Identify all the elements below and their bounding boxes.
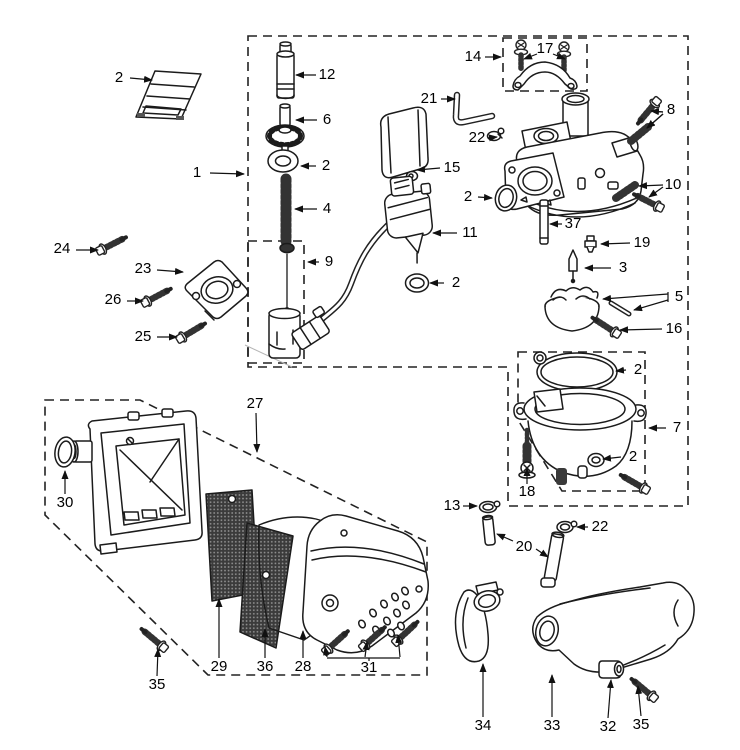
- float-bowl-drawing: [513, 387, 647, 485]
- o-ring-manifold-drawing: [494, 184, 518, 212]
- part-label-7: 7: [673, 419, 681, 436]
- hose-clamp-upper-drawing: [486, 127, 505, 142]
- part-label-6: 6: [323, 111, 331, 128]
- part-label-18: 18: [519, 483, 536, 500]
- part-label-32: 32: [600, 718, 617, 735]
- part-label-5: 5: [675, 288, 683, 305]
- o-ring-choke-drawing: [404, 273, 430, 293]
- hose-clamp-13-drawing: [478, 500, 501, 514]
- part-label-34: 34: [475, 717, 492, 734]
- part-label-20: 20: [516, 538, 533, 555]
- part-label-2-gasket-sheet: 2: [115, 69, 123, 86]
- grommet-drawing: [598, 660, 625, 679]
- overflow-tube-short-drawing: [481, 514, 496, 546]
- part-label-24: 24: [54, 240, 71, 257]
- part-label-36: 36: [257, 658, 274, 675]
- auto-choke-drawing: [291, 175, 434, 350]
- part-label-2-bowl-oring: 2: [629, 448, 637, 465]
- screw-35a-drawing: [138, 625, 170, 654]
- gasket-sheet-drawing: [135, 70, 202, 120]
- bracket-set-drawing: [513, 40, 578, 91]
- pin-37-drawing: [539, 199, 549, 245]
- o-ring-30-drawing: [54, 436, 76, 468]
- part-label-10: 10: [665, 176, 682, 193]
- part-label-11: 11: [462, 224, 478, 241]
- leader-lines: [61, 52, 669, 719]
- part-label-4: 4: [323, 200, 331, 217]
- screw-16-drawing: [590, 313, 623, 340]
- screw-35b-drawing: [628, 675, 660, 704]
- part-label-37: 37: [565, 215, 582, 232]
- part-label-35-right: 35: [633, 716, 650, 733]
- part-label-3: 3: [619, 259, 627, 276]
- filter-element-drawing: [205, 489, 294, 649]
- part-label-2-oring-choke: 2: [452, 274, 460, 291]
- rubber-cap-drawing: [379, 106, 429, 182]
- part-label-28: 28: [295, 658, 312, 675]
- carburetor-body-drawing: [503, 92, 645, 218]
- part-label-27: 27: [247, 395, 264, 412]
- part-label-2-washer: 2: [322, 157, 330, 174]
- adjuster-nut-drawing: [265, 103, 305, 154]
- part-label-2-bowl-gasket: 2: [634, 361, 642, 378]
- throttle-slide-drawing: [276, 41, 295, 100]
- stud-bolt-drawing: [94, 232, 128, 257]
- jet-needle-set-drawing: [268, 242, 301, 359]
- part-label-30: 30: [57, 494, 74, 511]
- hose-clamp-22b-drawing: [556, 520, 578, 534]
- bracket-kit-box: [502, 37, 588, 92]
- part-label-13: 13: [444, 497, 461, 514]
- part-label-12: 12: [319, 66, 336, 83]
- intake-snorkel-drawing: [532, 577, 695, 673]
- part-label-22-upper: 22: [469, 129, 486, 146]
- main-kit-box: [247, 35, 689, 507]
- intake-manifold-drawing: [184, 259, 249, 321]
- air-cleaner-case-drawing: [69, 408, 203, 555]
- fold-line: [244, 344, 293, 368]
- intake-duct-drawing: [454, 581, 504, 663]
- part-label-31: 31: [361, 659, 378, 676]
- part-label-9: 9: [325, 253, 333, 270]
- main-jet-drawing: [584, 235, 597, 253]
- float-assembly-drawing: [544, 286, 632, 332]
- air-cleaner-cover-drawing: [302, 514, 429, 654]
- part-label-35-left: 35: [149, 676, 166, 693]
- washer-drawing: [267, 149, 299, 173]
- part-label-23: 23: [135, 260, 152, 277]
- part-label-2-oring-carb: 2: [464, 188, 472, 205]
- screw-spring-10-drawing: [612, 181, 666, 214]
- air-cleaner-kit-box: [44, 399, 428, 676]
- part-label-33: 33: [544, 717, 561, 734]
- part-label-22-lower: 22: [592, 518, 609, 535]
- bowl-o-ring-drawing: [587, 452, 605, 468]
- bowl-screw-drawing: [618, 470, 652, 496]
- part-label-26: 26: [105, 291, 122, 308]
- part-label-8: 8: [667, 101, 675, 118]
- screw-26-drawing: [139, 284, 173, 309]
- part-label-16: 16: [666, 320, 683, 337]
- bowl-gasket-drawing: [533, 351, 618, 392]
- part-label-29: 29: [211, 658, 228, 675]
- part-label-15: 15: [444, 159, 461, 176]
- part-label-25: 25: [135, 328, 152, 345]
- vent-hose-drawing: [452, 91, 496, 126]
- part-label-21: 21: [421, 90, 438, 107]
- part-label-14: 14: [465, 48, 482, 65]
- part-label-17: 17: [537, 40, 554, 57]
- part-label-19: 19: [634, 234, 651, 251]
- float-needle-drawing: [568, 249, 578, 284]
- part-label-1: 1: [193, 164, 201, 181]
- screw-25-drawing: [174, 319, 208, 345]
